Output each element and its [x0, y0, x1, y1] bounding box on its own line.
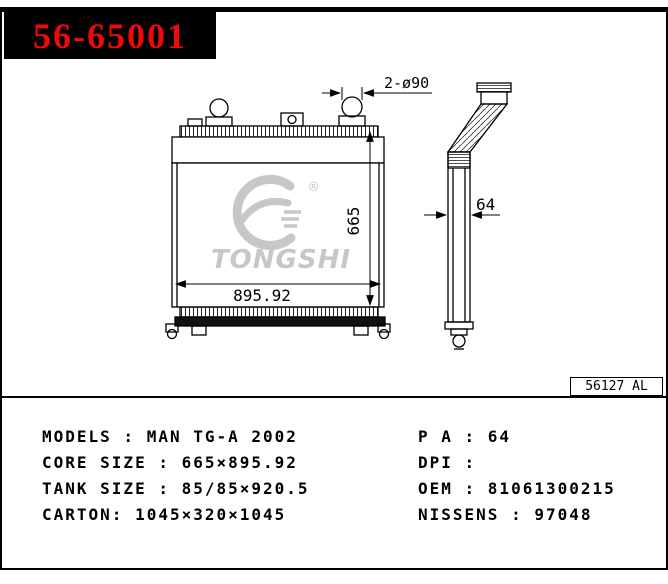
spec-column-right: P A : 64 DPI : OEM : 81061300215 NISSENS…	[418, 424, 616, 528]
right-mount-hole	[378, 328, 390, 340]
part-number: 56-65001	[33, 15, 187, 56]
right-border	[666, 7, 668, 570]
drain-plug	[452, 334, 466, 348]
side-dim-label: 64	[476, 195, 495, 214]
registered-trademark: ®	[309, 178, 319, 196]
spec-models: MODELS : MAN TG-A 2002	[42, 427, 298, 446]
spec-pa: P A : 64	[418, 427, 512, 446]
spec-core-size: CORE SIZE : 665×895.92	[42, 453, 298, 472]
top-gasket-strip	[179, 125, 379, 138]
watermark-brand-text: TONGSHI	[211, 245, 351, 275]
width-dim-label: 895.92	[233, 286, 291, 305]
spec-carton: CARTON: 1045×320×1045	[42, 505, 287, 524]
separator-line	[0, 396, 668, 398]
spec-oem: OEM : 81061300215	[418, 479, 616, 498]
watermark-logo: ® TONGSHI	[211, 174, 351, 275]
bottom-gasket-strip	[179, 306, 379, 318]
bottom-border-line	[0, 568, 668, 570]
logo-swirl-icon	[232, 174, 296, 250]
intercooler-side-view	[444, 82, 512, 350]
elbow-pipe	[446, 103, 509, 153]
height-dim-label: 665	[344, 207, 363, 236]
top-flange	[476, 82, 512, 93]
right-port	[341, 96, 363, 118]
spec-nissens: NISSENS : 97048	[418, 505, 593, 524]
dimension-annotations: 895.92 665 2-ø90 64	[174, 74, 500, 307]
bottom-tank-band	[174, 316, 386, 327]
part-number-badge: 56-65001	[4, 12, 216, 59]
port-dim-label: 2-ø90	[384, 74, 429, 92]
left-mount-hole	[166, 328, 178, 340]
left-port	[209, 98, 229, 118]
spec-column-left: MODELS : MAN TG-A 2002 CORE SIZE : 665×8…	[42, 424, 310, 528]
side-column	[447, 151, 471, 323]
technical-drawing: ® TONGSHI 895.92 665	[165, 74, 512, 350]
spec-tank-size: TANK SIZE : 85/85×920.5	[42, 479, 310, 498]
drawing-code-box: 56127 AL	[570, 377, 663, 396]
top-tank	[171, 136, 385, 164]
spec-dpi: DPI :	[418, 453, 477, 472]
top-border-bar	[0, 7, 668, 12]
drawing-code: 56127 AL	[585, 379, 648, 394]
left-border	[0, 7, 2, 570]
